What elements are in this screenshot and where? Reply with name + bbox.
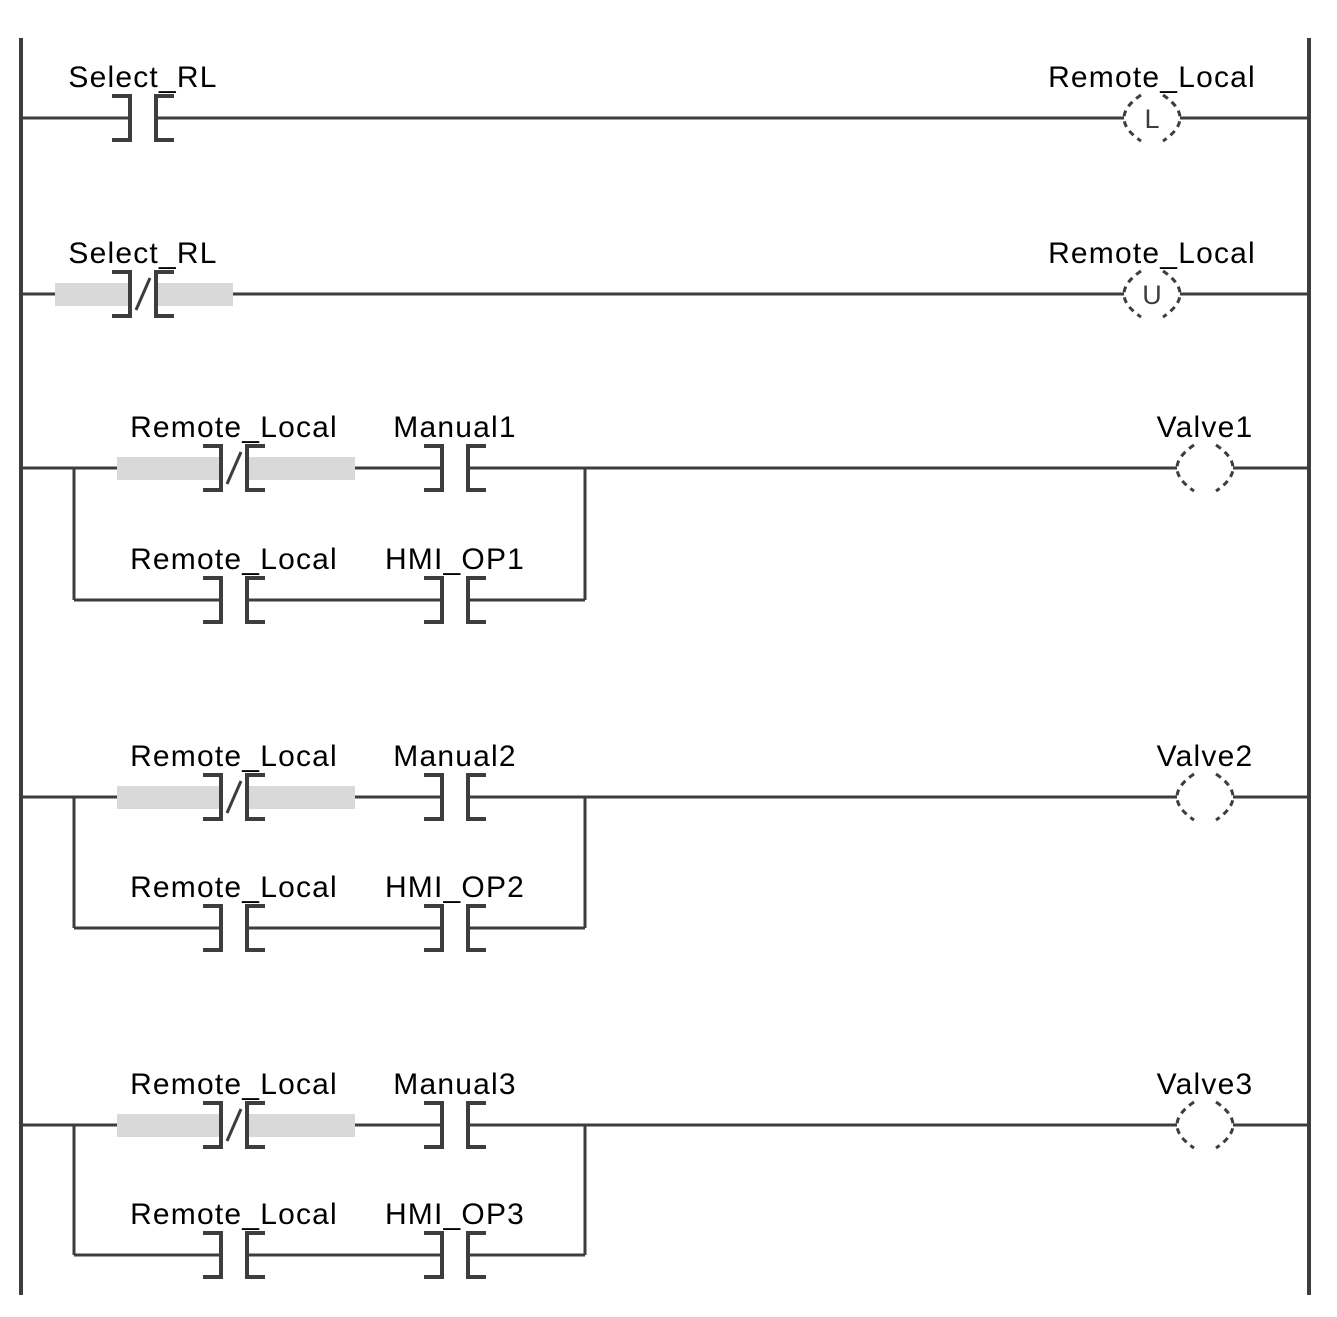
contact-label: Manual1 <box>393 411 516 444</box>
contact-right-bracket <box>466 1231 486 1279</box>
energized-highlight <box>247 457 355 480</box>
contact-label: Remote_Local <box>130 871 338 904</box>
nc-contact-symbol[interactable] <box>203 1101 265 1149</box>
coil-label: Remote_Local <box>1048 237 1256 270</box>
nc-slash <box>134 277 152 311</box>
energized-highlight <box>247 786 355 809</box>
coil-right-paren <box>1215 772 1235 822</box>
contact-right-bracket <box>245 904 265 952</box>
coil-symbol-letter: U <box>1142 280 1162 310</box>
no-contact-symbol[interactable] <box>203 904 265 952</box>
contact-right-bracket <box>245 1101 265 1149</box>
coil-right-paren <box>1215 1100 1235 1150</box>
coil-right-paren <box>1162 269 1182 319</box>
parallel-branch: Remote_Local HMI_OP1 <box>72 468 587 624</box>
coil-label: Valve2 <box>1157 740 1254 773</box>
no-contact-symbol[interactable] <box>424 444 486 492</box>
contact-label: Manual3 <box>393 1068 516 1101</box>
contact-left-bracket <box>112 270 132 318</box>
contact-left-bracket <box>203 444 223 492</box>
coil-label: Valve3 <box>1157 1068 1254 1101</box>
coil-left-paren <box>1175 772 1195 822</box>
contact-left-bracket <box>203 576 223 624</box>
contact-right-bracket <box>466 904 486 952</box>
contact-right-bracket <box>245 773 265 821</box>
contact-left-bracket <box>424 444 444 492</box>
contact-label: Remote_Local <box>130 1198 338 1231</box>
contact-label: HMI_OP2 <box>385 871 525 904</box>
energized-highlight <box>158 283 233 306</box>
coil-left-paren <box>1122 269 1142 319</box>
no-contact-symbol[interactable] <box>203 1231 265 1279</box>
no-contact-symbol[interactable] <box>424 576 486 624</box>
contact-left-bracket <box>203 773 223 821</box>
contact-right-bracket <box>466 444 486 492</box>
output-coil-symbol[interactable] <box>1175 443 1235 493</box>
contact-left-bracket <box>424 576 444 624</box>
no-contact-symbol[interactable] <box>424 773 486 821</box>
nc-slash <box>225 780 243 814</box>
contact-left-bracket <box>424 904 444 952</box>
contact-label: Manual2 <box>393 740 516 773</box>
no-contact-symbol[interactable] <box>424 904 486 952</box>
contact-right-bracket <box>466 576 486 624</box>
contact-left-bracket <box>112 94 132 142</box>
no-contact-symbol[interactable] <box>424 1231 486 1279</box>
nc-slash <box>225 451 243 485</box>
latch-coil-symbol[interactable]: L <box>1122 93 1182 143</box>
coil-right-paren <box>1162 93 1182 143</box>
output-coil-symbol[interactable] <box>1175 772 1235 822</box>
output-coil-symbol[interactable] <box>1175 1100 1235 1150</box>
nc-slash <box>225 1108 243 1142</box>
contact-right-bracket <box>245 1231 265 1279</box>
contact-label: HMI_OP1 <box>385 543 525 576</box>
parallel-branch: Remote_Local HMI_OP2 <box>72 797 587 952</box>
coil-label: Valve1 <box>1157 411 1254 444</box>
coil-left-paren <box>1122 93 1142 143</box>
contact-right-bracket <box>154 94 174 142</box>
contact-right-bracket <box>466 773 486 821</box>
rung-1: Select_RL L Remote_Local <box>21 61 1309 143</box>
contact-label: Select_RL <box>68 237 217 270</box>
no-contact-symbol[interactable] <box>203 576 265 624</box>
coil-left-paren <box>1175 1100 1195 1150</box>
contact-left-bracket <box>424 1231 444 1279</box>
contact-label: Remote_Local <box>130 543 338 576</box>
energized-highlight <box>247 1114 355 1137</box>
no-contact-symbol[interactable] <box>112 94 174 142</box>
contact-right-bracket <box>466 1101 486 1149</box>
nc-contact-symbol[interactable] <box>112 270 174 318</box>
energized-highlight <box>117 786 221 809</box>
unlatch-coil-symbol[interactable]: U <box>1122 269 1182 319</box>
energized-highlight <box>117 1114 221 1137</box>
contact-label: Remote_Local <box>130 1068 338 1101</box>
no-contact-symbol[interactable] <box>424 1101 486 1149</box>
contact-left-bracket <box>424 773 444 821</box>
coil-right-paren <box>1215 443 1235 493</box>
nc-contact-symbol[interactable] <box>203 444 265 492</box>
contact-label: Select_RL <box>68 61 217 94</box>
energized-highlight <box>117 457 221 480</box>
contact-label: Remote_Local <box>130 411 338 444</box>
coil-left-paren <box>1175 443 1195 493</box>
contact-left-bracket <box>203 1231 223 1279</box>
contact-left-bracket <box>424 1101 444 1149</box>
energized-highlight <box>55 283 132 306</box>
contact-left-bracket <box>203 1101 223 1149</box>
coil-symbol-letter: L <box>1144 104 1159 134</box>
contact-left-bracket <box>203 904 223 952</box>
contact-right-bracket <box>245 576 265 624</box>
nc-contact-symbol[interactable] <box>203 773 265 821</box>
rung-2: Select_RL U Remote_Local <box>21 237 1309 319</box>
contact-label: Remote_Local <box>130 740 338 773</box>
contact-right-bracket <box>245 444 265 492</box>
coil-label: Remote_Local <box>1048 61 1256 94</box>
contact-right-bracket <box>154 270 174 318</box>
parallel-branch: Remote_Local HMI_OP3 <box>72 1125 587 1279</box>
contact-label: HMI_OP3 <box>385 1198 525 1231</box>
